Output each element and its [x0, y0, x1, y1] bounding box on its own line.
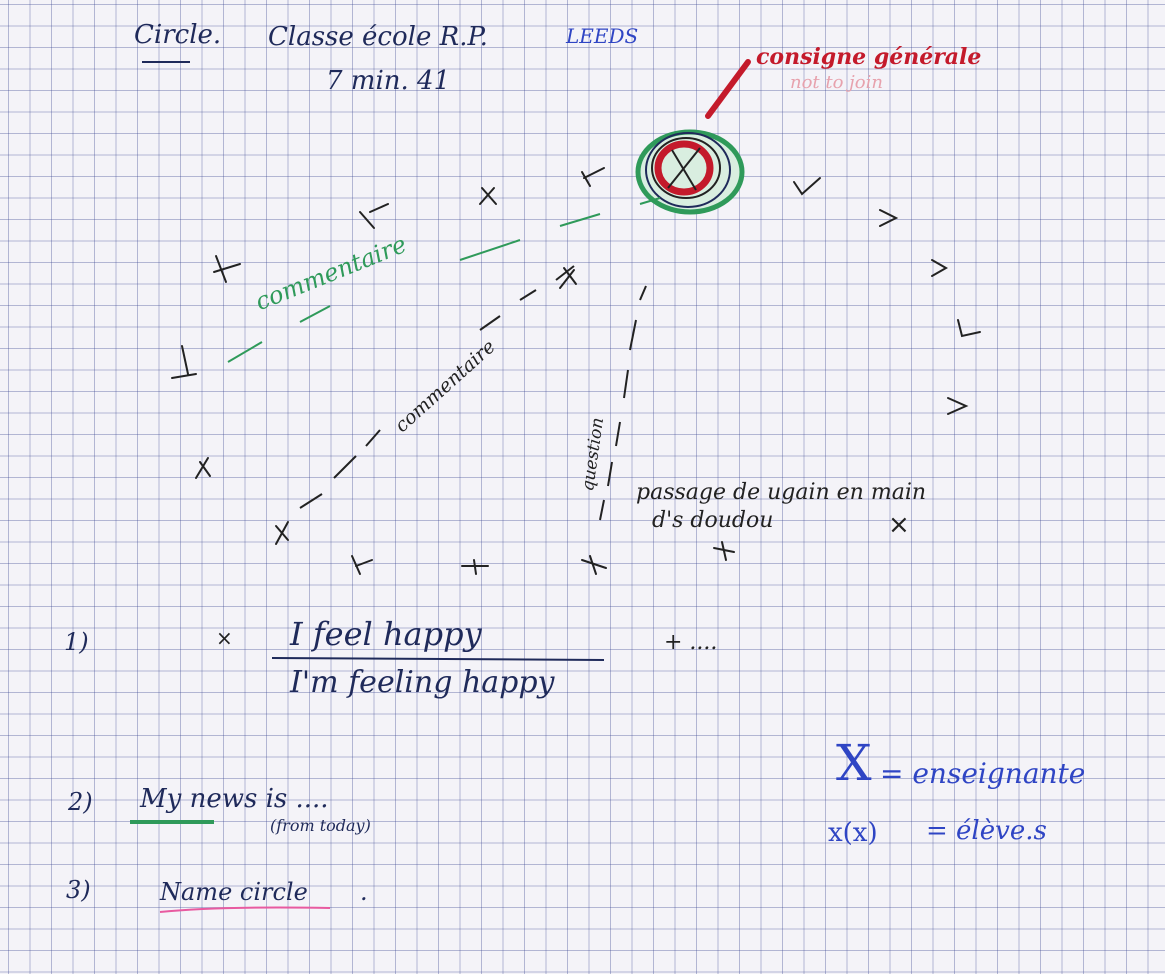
- item2-text-a: My news is ....: [140, 784, 329, 814]
- item2-text-b: (from today): [270, 816, 371, 835]
- teacher-seat-mark: [635, 129, 745, 215]
- title-duration: 7 min. 41: [326, 66, 451, 96]
- consigne-faded: not to join: [790, 72, 883, 93]
- title-circle: Circle.: [134, 20, 222, 50]
- consigne-label: consigne générale: [756, 44, 982, 70]
- item3-text: Name circle: [160, 878, 308, 906]
- item1-text-a: I feel happy: [290, 615, 482, 653]
- passage-line2: d's doudou: [652, 508, 774, 533]
- title-classe: Classe école R.P.: [268, 22, 488, 52]
- question-line: [599, 285, 647, 521]
- item1-number: 1): [64, 628, 89, 656]
- item3-number: 3): [66, 876, 91, 904]
- passage-line1: passage de ugain en main: [636, 480, 927, 505]
- legend-students-symbol: x(x): [828, 818, 878, 848]
- student-marks: [171, 167, 981, 575]
- item1-x-mark: ×: [216, 626, 233, 650]
- item1-text-c: + ....: [664, 630, 718, 655]
- legend-teacher-label: = enseignante: [880, 757, 1086, 790]
- consigne-pointer-line: [705, 59, 751, 119]
- item1-text-b: I'm feeling happy: [290, 665, 555, 700]
- passage-x-mark: ×: [888, 510, 910, 540]
- item3-underline: [159, 906, 331, 913]
- legend-teacher-symbol: X: [836, 734, 872, 792]
- title-school: LEEDS: [566, 24, 639, 48]
- item2-number: 2): [68, 788, 93, 816]
- item3-dot: .: [360, 878, 368, 906]
- legend-students-label: = élève.s: [926, 816, 1047, 846]
- commentaire-green-line: [227, 197, 661, 363]
- item1-underline: [271, 657, 605, 661]
- commentaire-black-line: [299, 265, 575, 509]
